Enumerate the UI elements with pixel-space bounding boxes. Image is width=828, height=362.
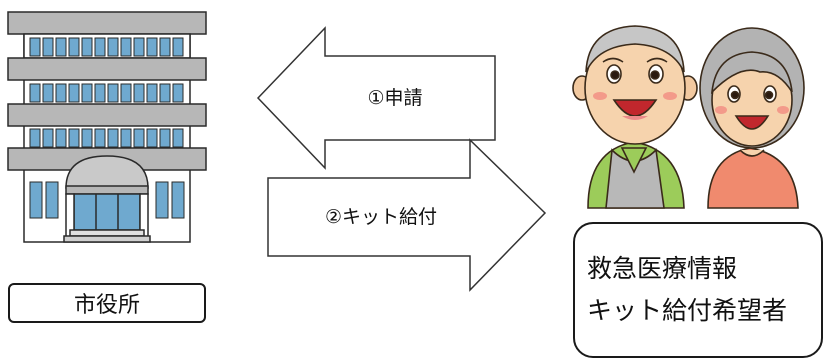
elderly-man-icon (572, 25, 698, 209)
provide-arrow (267, 138, 547, 292)
provide-arrow-label: ②キット給付 (325, 206, 437, 228)
city-hall-building-icon (7, 11, 207, 243)
apply-arrow-label: ①申請 (367, 87, 422, 109)
apply-arrow (256, 26, 496, 170)
applicant-box: 救急医療情報 キット給付希望者 (573, 222, 823, 358)
applicant-line-2: キット給付希望者 (587, 296, 788, 325)
city-hall-label: 市役所 (8, 283, 206, 323)
applicant-line-1: 救急医療情報 (587, 254, 738, 283)
city-hall-label-text: 市役所 (73, 293, 140, 318)
elderly-woman-icon (699, 27, 805, 209)
